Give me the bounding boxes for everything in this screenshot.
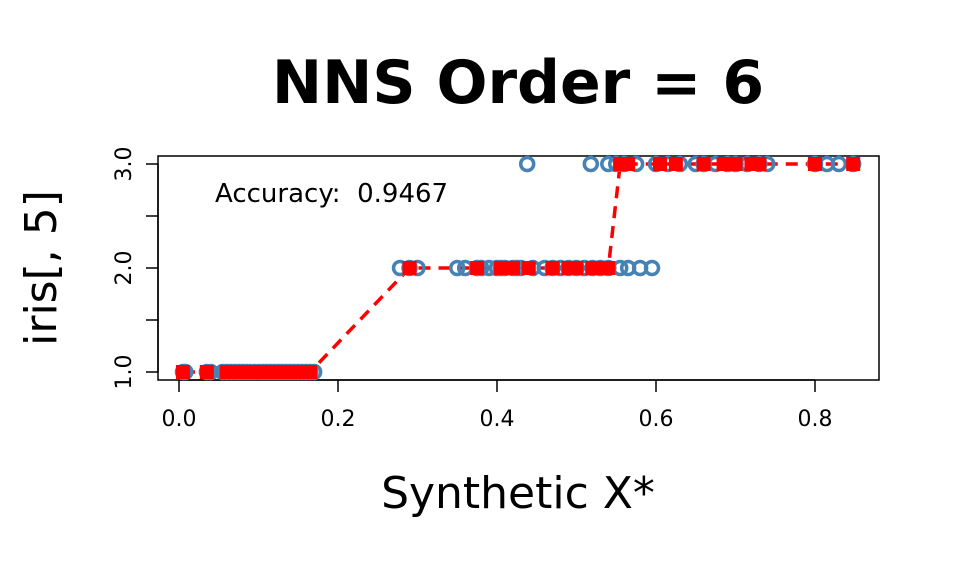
- chart-title: NNS Order = 6: [272, 48, 764, 118]
- x-axis: 0.0 0.2 0.4 0.6 0.8: [162, 379, 833, 432]
- x-tick-label: 0.8: [798, 407, 833, 432]
- accuracy-annotation: Accuracy: 0.9467: [215, 179, 448, 209]
- y-tick-label: 1.0: [112, 355, 137, 390]
- x-tick-label: 0.6: [639, 407, 674, 432]
- fitted-point: [601, 261, 616, 275]
- y-tick-label: 3.0: [112, 147, 137, 182]
- fitted-point: [668, 157, 683, 171]
- fitted-point: [402, 261, 417, 275]
- fitted-point: [716, 157, 731, 171]
- x-tick-label: 0.4: [480, 407, 515, 432]
- fitted-point: [175, 365, 190, 379]
- fitted-point: [728, 157, 743, 171]
- x-axis-label: Synthetic X*: [381, 468, 655, 519]
- x-tick-label: 0.0: [162, 407, 197, 432]
- fitted-point: [621, 157, 636, 171]
- fitted-point: [199, 365, 214, 379]
- y-axis: 1.0 2.0 3.0: [112, 147, 159, 390]
- fitted-point: [846, 157, 861, 171]
- fitted-point: [696, 157, 711, 171]
- observed-point: [643, 259, 661, 277]
- fitted-point: [521, 261, 536, 275]
- fitted-point: [470, 261, 485, 275]
- observed-point: [449, 259, 466, 277]
- fitted-point: [493, 261, 508, 275]
- fitted-point: [752, 157, 767, 171]
- fitted-point: [303, 365, 318, 379]
- fitted-point: [652, 157, 667, 171]
- fitted-points: [175, 157, 861, 379]
- y-tick-label: 2.0: [112, 251, 137, 286]
- fitted-point: [545, 261, 560, 275]
- observed-point: [582, 155, 600, 173]
- fitted-point: [505, 261, 520, 275]
- x-tick-label: 0.2: [321, 407, 356, 432]
- observed-point: [518, 155, 536, 173]
- y-axis-label: iris[, 5]: [16, 190, 67, 346]
- fitted-point: [808, 157, 822, 171]
- fitted-point: [569, 261, 584, 275]
